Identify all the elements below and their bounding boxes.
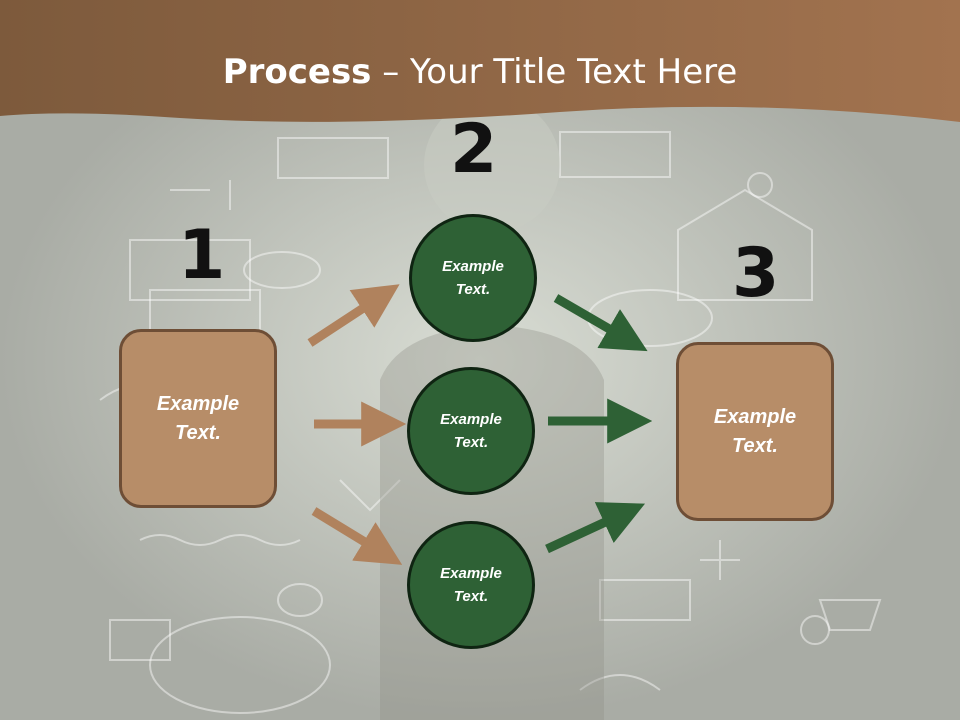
circle-bottom: Example Text.	[407, 521, 535, 649]
arrow-top-to-right	[553, 294, 648, 352]
left-step-box: Example Text.	[119, 329, 277, 508]
right-box-text: Example Text.	[713, 405, 797, 457]
circle-top: Example Text.	[409, 214, 537, 342]
title-rest: – Your Title Text Here	[371, 52, 738, 92]
step-number-1: 1	[178, 216, 226, 295]
right-step-box: Example Text.	[676, 342, 834, 521]
step-number-3: 3	[732, 234, 780, 313]
circle-bottom-text: Example Text.	[440, 565, 502, 605]
arrow-bottom-to-right	[545, 502, 646, 554]
arrow-left-to-bottom	[311, 507, 403, 565]
arrow-left-to-top	[307, 284, 400, 347]
step-number-2: 2	[450, 110, 498, 189]
left-box-text: Example Text.	[156, 392, 240, 444]
circle-middle-text: Example Text.	[440, 411, 502, 451]
circle-top-text: Example Text.	[442, 258, 504, 298]
circle-middle: Example Text.	[407, 367, 535, 495]
slide-title: Process – Your Title Text Here	[0, 52, 960, 92]
title-bold: Process	[222, 52, 372, 92]
